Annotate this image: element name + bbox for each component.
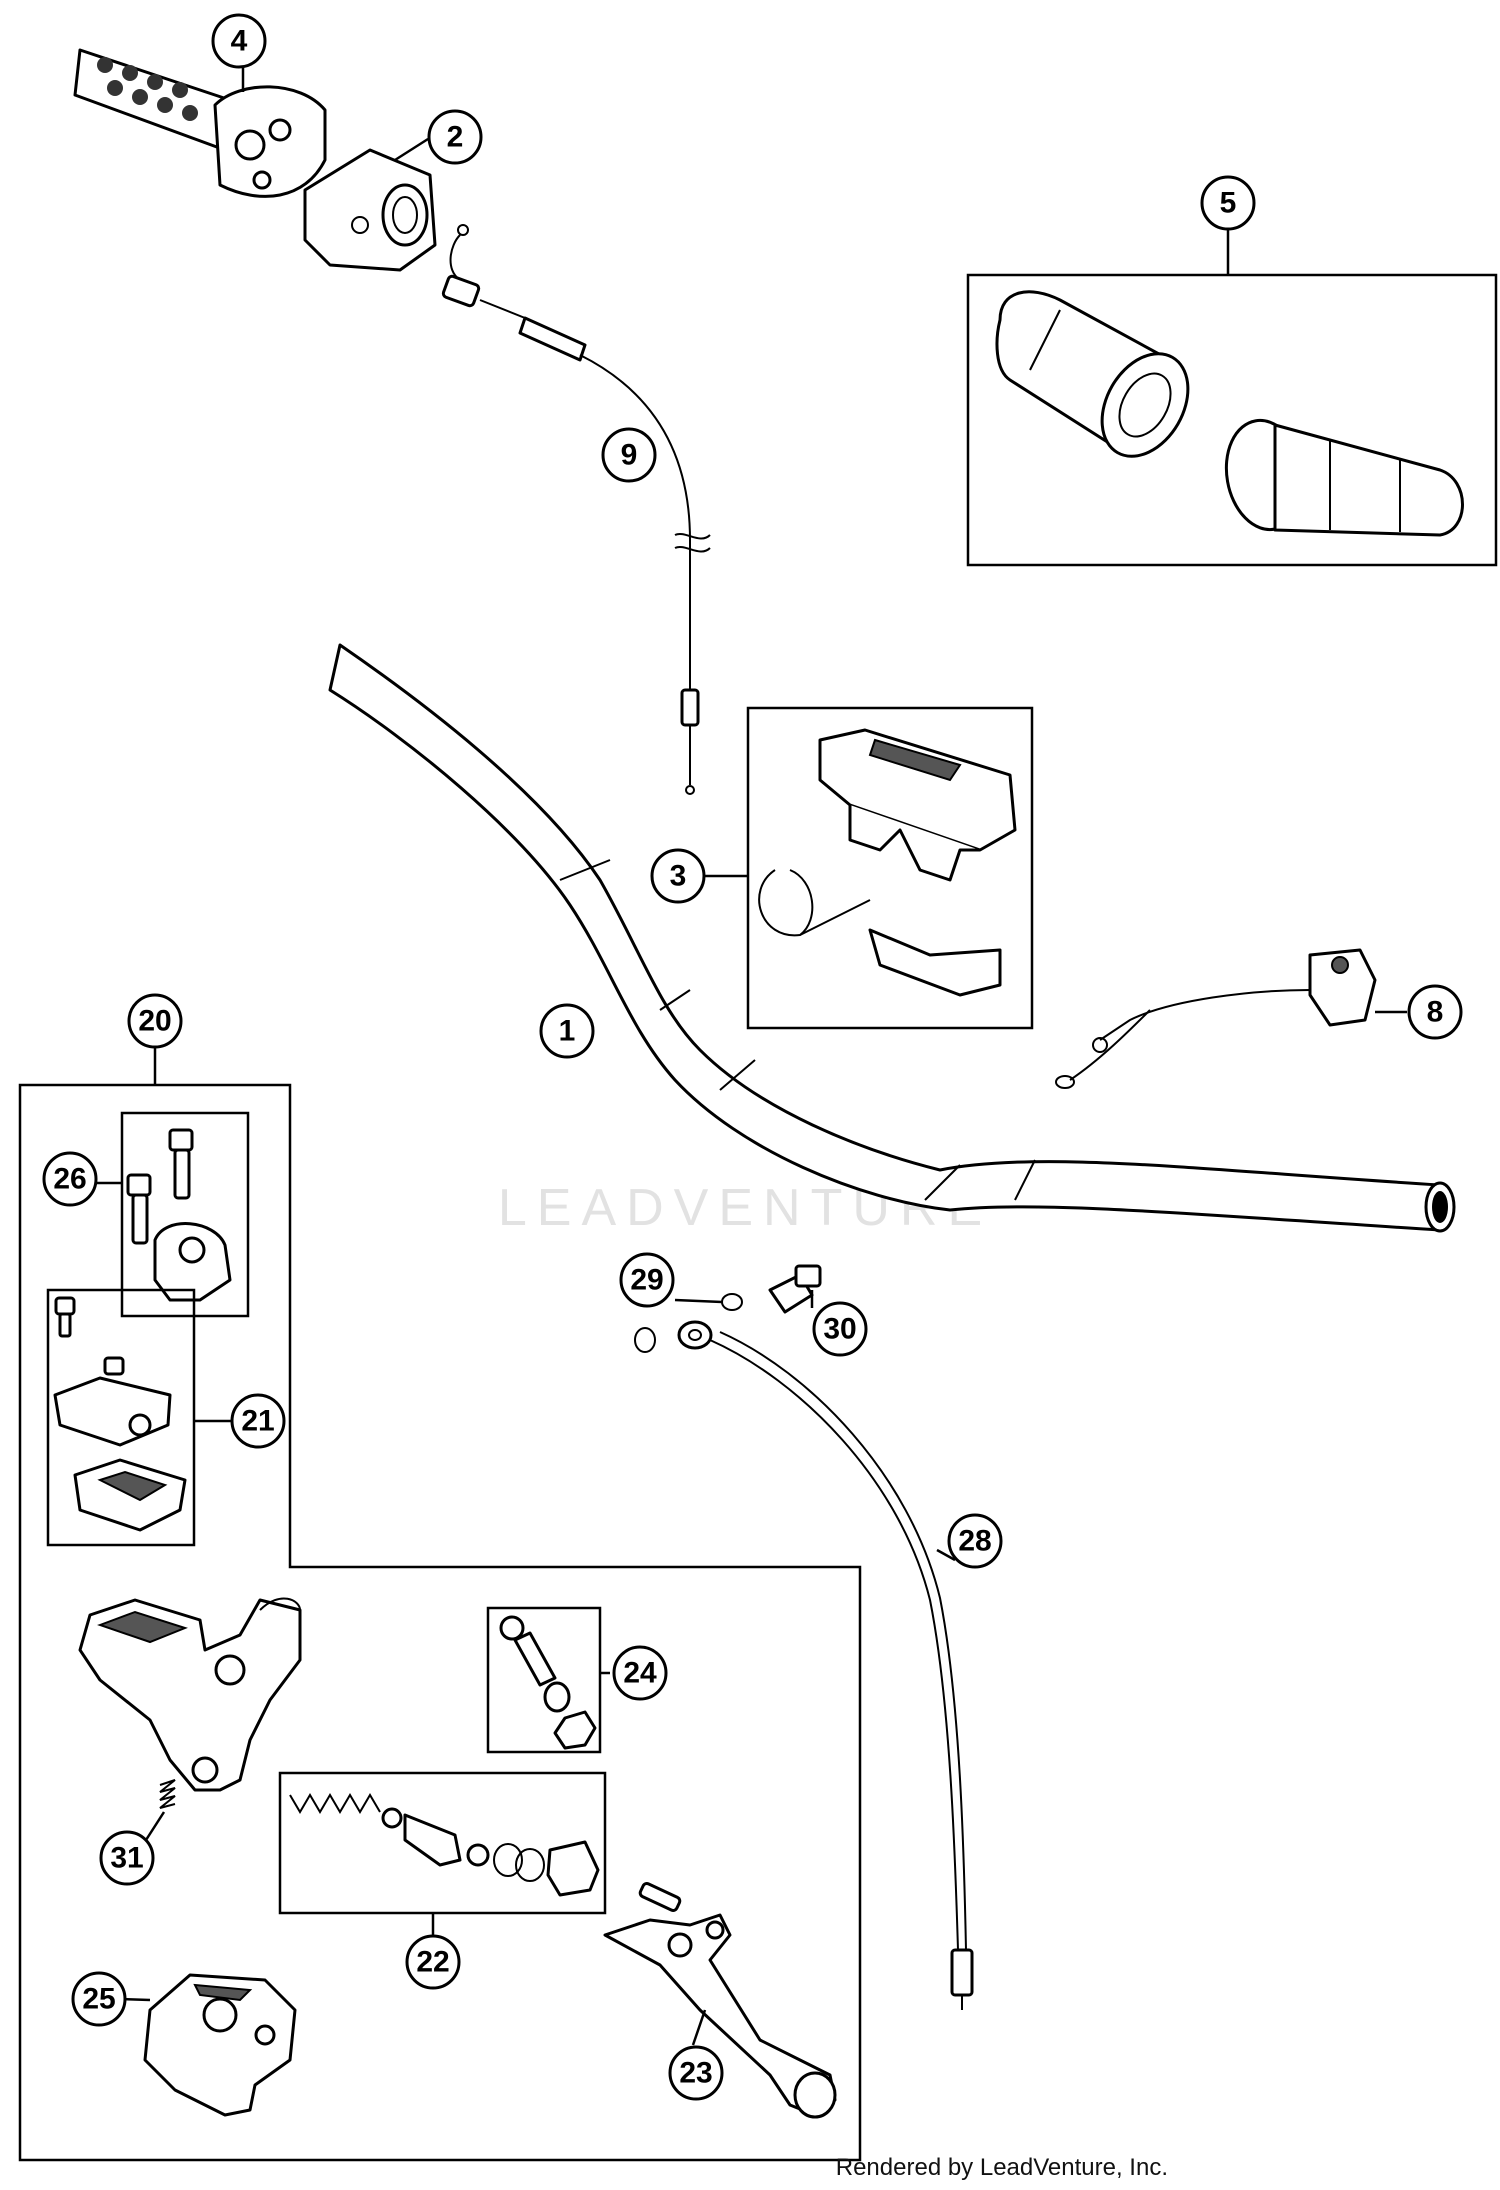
svg-text:4: 4: [231, 25, 248, 58]
svg-text:2: 2: [447, 121, 464, 154]
master-cylinder-assembly-frame: [18, 1083, 862, 2162]
callout-9: 9: [601, 427, 657, 483]
throttle-cable-part: [441, 224, 711, 795]
svg-text:5: 5: [1220, 187, 1237, 220]
kill-switch-part: [1055, 948, 1377, 1089]
grips-set-part: [995, 290, 1464, 537]
svg-text:20: 20: [138, 1005, 171, 1038]
throttle-housing-part: [303, 148, 437, 272]
reservoir-cover-kit-part: [53, 1296, 187, 1532]
callout-4: 4: [211, 13, 267, 69]
svg-text:3: 3: [670, 860, 687, 893]
bar-pad-kit-part: [758, 728, 1017, 997]
grips-set-frame: [966, 273, 1498, 567]
handlebar-part: [328, 643, 1456, 1233]
svg-text:29: 29: [630, 1264, 663, 1297]
lever-housing-part: [143, 1973, 297, 2117]
credit-text: Rendered by LeadVenture, Inc.: [835, 2154, 1168, 2181]
svg-text:24: 24: [623, 1657, 657, 1690]
callout-5: 5: [1200, 175, 1256, 231]
callout-29: 29: [619, 1252, 675, 1308]
adjuster-kit-part: [499, 1615, 597, 1750]
brake-lever-part: [603, 1882, 837, 2119]
callout-2: 2: [427, 109, 483, 165]
clamp-kit-part: [126, 1128, 232, 1302]
svg-text:26: 26: [53, 1163, 86, 1196]
svg-text:21: 21: [241, 1405, 274, 1438]
callout-20: 20: [127, 993, 183, 1049]
brake-line-part: [677, 1320, 974, 2010]
callout-31: 31: [99, 1830, 155, 1886]
svg-text:23: 23: [679, 2057, 712, 2090]
callout-24: 24: [612, 1645, 668, 1701]
svg-text:30: 30: [823, 1313, 856, 1346]
svg-text:8: 8: [1427, 996, 1444, 1029]
svg-text:31: 31: [110, 1842, 143, 1875]
callout-21: 21: [230, 1393, 286, 1449]
piston-kit-frame: [278, 1771, 607, 1915]
piston-kit-part: [289, 1793, 600, 1897]
callout-3: 3: [650, 848, 706, 904]
svg-text:1: 1: [559, 1015, 576, 1048]
callout-8: 8: [1407, 984, 1463, 1040]
small-spring-part: [159, 1779, 176, 1809]
svg-text:28: 28: [958, 1525, 991, 1558]
callout-1: 1: [539, 1003, 595, 1059]
master-cylinder-body-part: [78, 1597, 302, 1792]
callout-30: 30: [812, 1301, 868, 1357]
leader-lines: [89, 68, 1407, 2046]
svg-text:9: 9: [621, 439, 638, 472]
adjuster-kit-frame: [486, 1606, 602, 1754]
bar-pad-kit-frame: [746, 706, 1034, 1030]
throttle-grip-part: [73, 48, 327, 198]
callout-22: 22: [405, 1934, 461, 1990]
callout-23: 23: [668, 2045, 724, 2101]
svg-text:22: 22: [416, 1946, 449, 1979]
svg-text:25: 25: [82, 1983, 115, 2016]
callout-25: 25: [71, 1971, 127, 2027]
clamp-kit-frame: [120, 1111, 250, 1318]
callout-26: 26: [42, 1151, 98, 1207]
reservoir-cover-kit-frame: [46, 1288, 196, 1547]
callout-28: 28: [947, 1513, 1003, 1569]
